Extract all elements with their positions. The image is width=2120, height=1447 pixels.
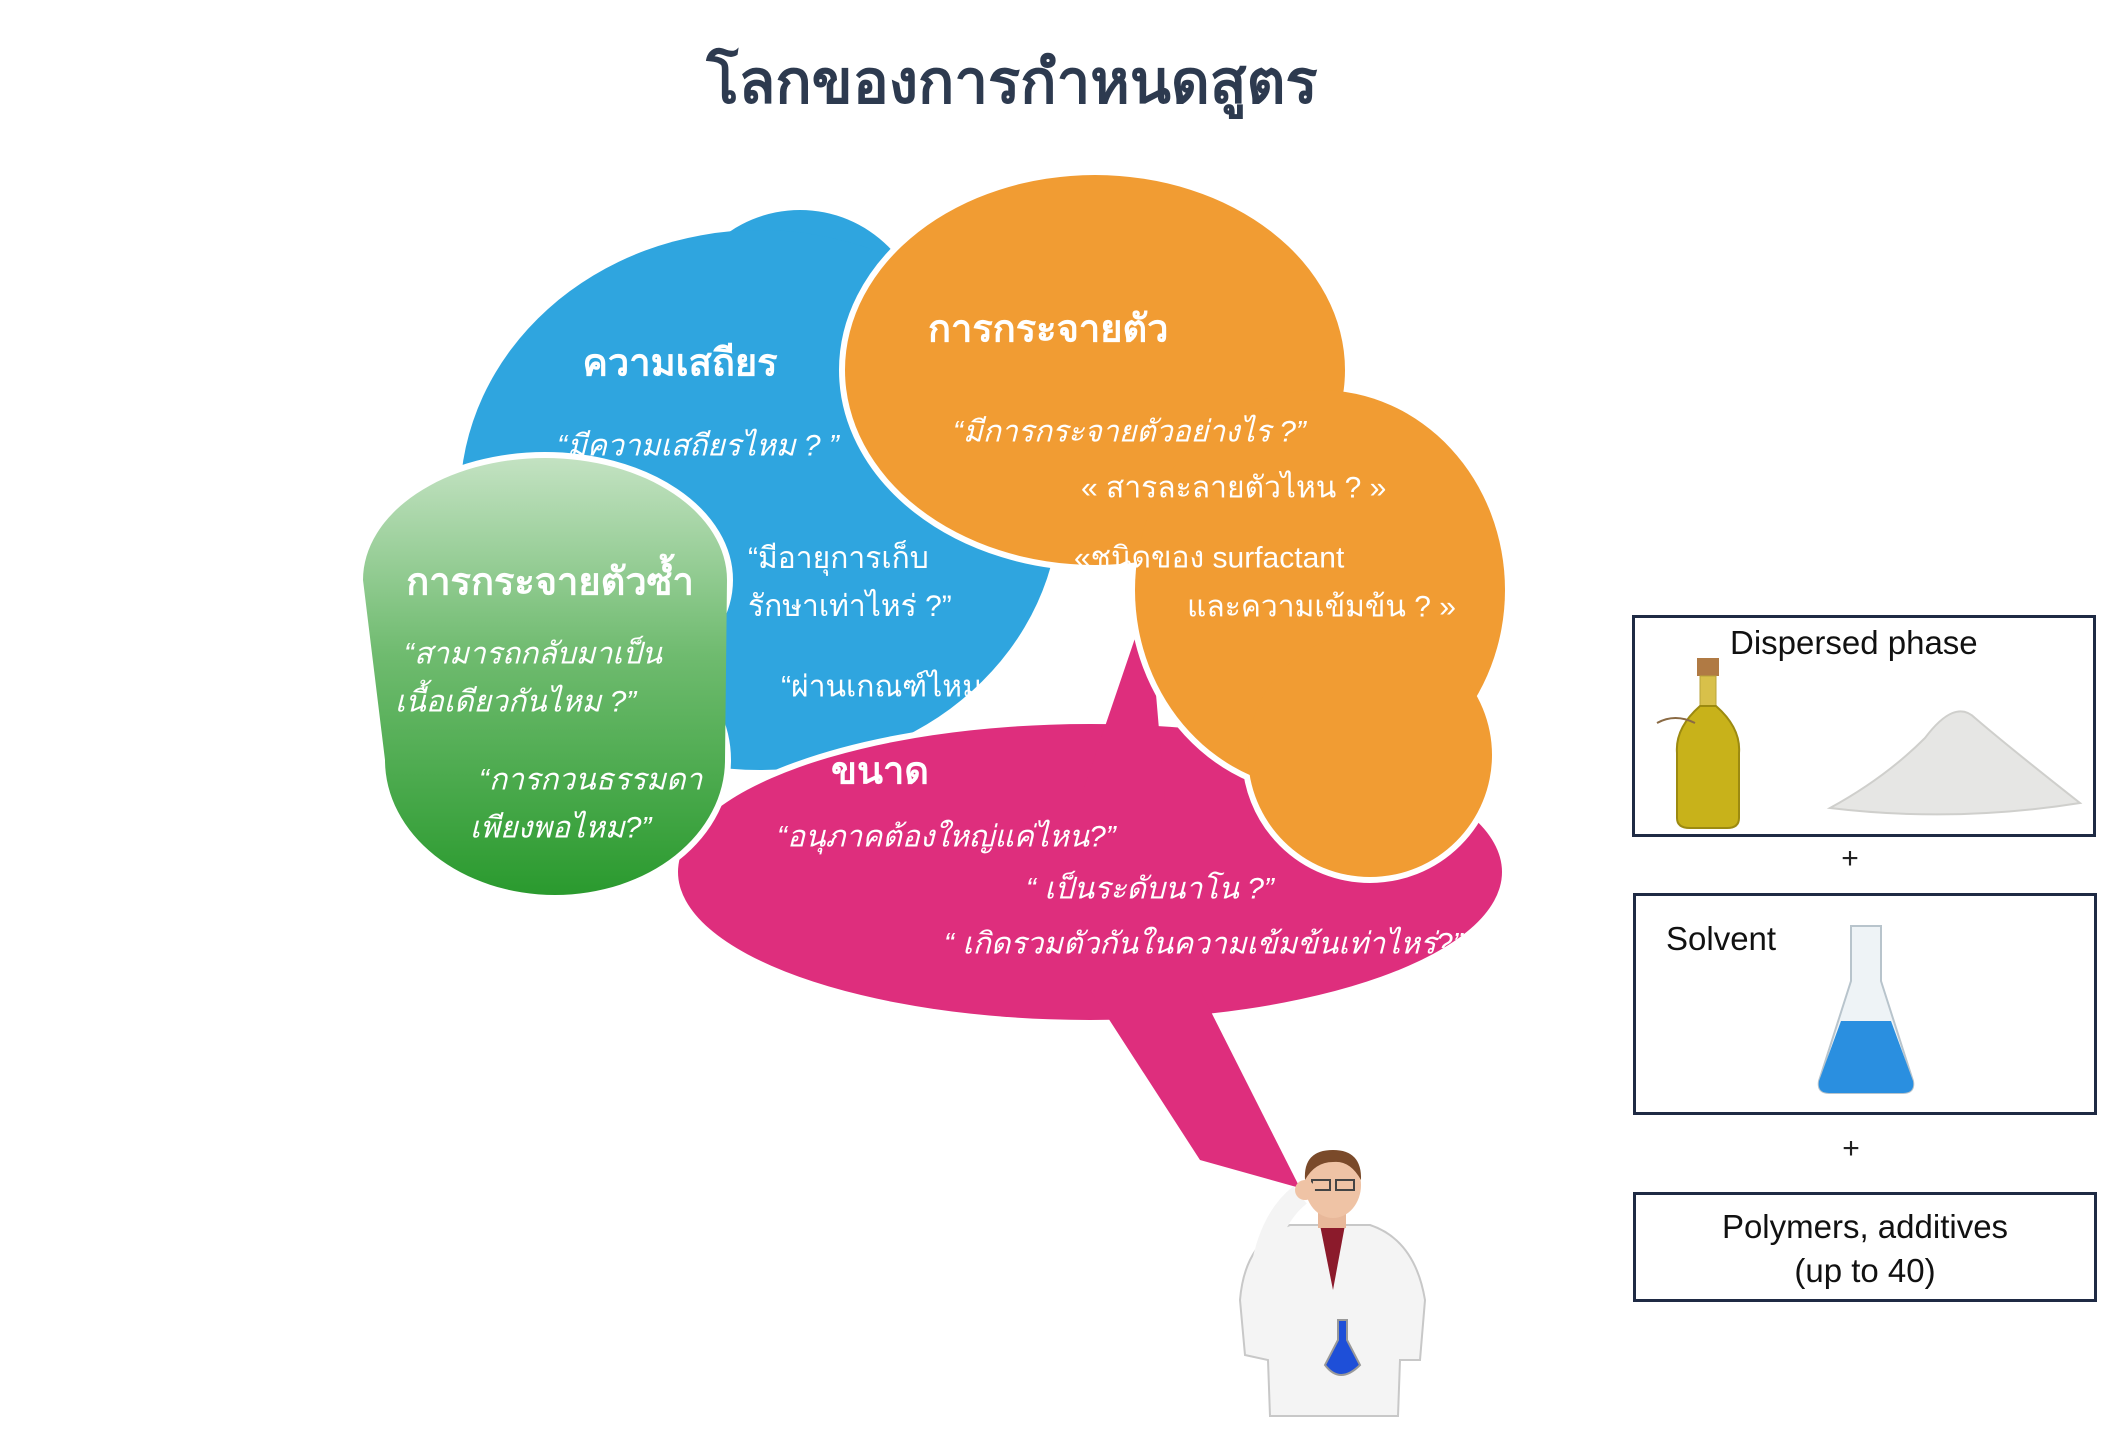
redispersion-question-1-line-1: “สามารถกลับมาเป็น (404, 637, 663, 671)
size-heading: ขนาด (831, 750, 929, 793)
redispersion-question-2-line-2: เพียงพอไหม?” (470, 811, 652, 845)
dispersion-question-1: “มีการกระจายตัวอย่างไร ?” (953, 415, 1306, 449)
stability-question-2: “มีอายุการเก็บ รักษาเท่าไหร่ ?” (748, 535, 952, 631)
redispersion-heading: การกระจายตัวซ้ำ (406, 561, 694, 604)
size-question-3: “ เกิดรวมตัวกันในความเข้มข้นเท่าไหร่?” (944, 927, 1463, 961)
flask-icon (1817, 925, 1915, 1094)
dispersion-heading: การกระจายตัว (928, 308, 1169, 351)
size-question-2: “ เป็นระดับนาโน ?” (1026, 872, 1274, 906)
size-question-1: “อนุภาคต้องใหญ่แค่ไหน?” (777, 820, 1116, 854)
scientist-illustration (1238, 1150, 1427, 1417)
plus-sign-1: + (1841, 842, 1859, 875)
dispersion-question-3-line-1: «ชนิดของ surfactant (1074, 541, 1345, 575)
polymers-label-line-1: Polymers, additives (1721, 1208, 2009, 1245)
powder-pile-icon (1826, 710, 2083, 816)
dispersed-phase-box: Dispersed phase (1632, 615, 2096, 837)
redispersion-question-1-line-2: เนื้อเดียวกันไหม ?” (395, 685, 637, 719)
plus-sign-2: + (1842, 1132, 1860, 1165)
solvent-box: Solvent (1633, 893, 2097, 1115)
stability-question-2-line-1: “มีอายุการเก็บ (748, 542, 929, 575)
page-title: โลกของการกำหนดสูตร (706, 48, 1318, 116)
dispersion-question-3-line-2: และความเข้มข้น ? » (1187, 590, 1456, 624)
polymers-label: Polymers, additives (up to 40) (1636, 1205, 2094, 1293)
dispersion-cloud (839, 169, 1511, 883)
dispersed-phase-label: Dispersed phase (1730, 624, 1978, 661)
stability-question-2-line-2: รักษาเท่าไหร่ ?” (748, 590, 952, 623)
redispersion-cloud (357, 452, 733, 901)
redispersion-question-2-line-1: “การกวนธรรมดา (479, 763, 703, 797)
stability-question-3: “ผ่านเกณฑ์ไหม ?” (781, 670, 1017, 704)
polymers-box: Polymers, additives (up to 40) (1633, 1192, 2097, 1302)
dispersion-question-2: « สารละลายตัวไหน ? » (1081, 471, 1387, 505)
oil-bottle-icon (1656, 658, 1741, 829)
solvent-label: Solvent (1666, 920, 1777, 957)
stability-question-1: “มีความเสถียรไหม ? ” (557, 429, 839, 463)
polymers-label-line-2: (up to 40) (1794, 1252, 1936, 1289)
stability-heading: ความเสถียร (582, 342, 778, 385)
